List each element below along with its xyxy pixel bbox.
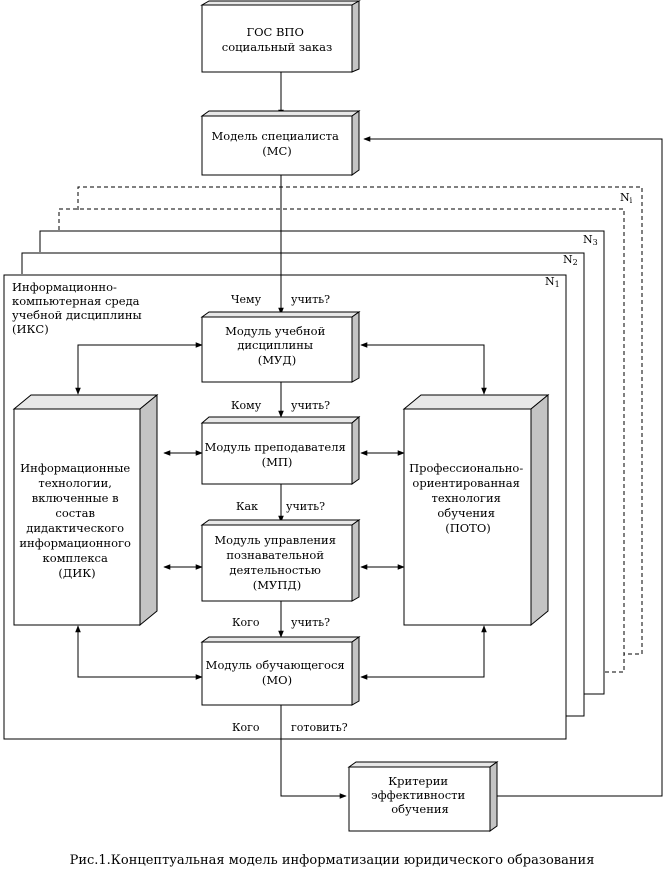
mud-box-label: Модуль учебной дисциплины (МУД) <box>225 324 329 367</box>
feedback-arrow-criteria-to-ms <box>363 136 663 797</box>
question-3-left: Как <box>236 500 258 513</box>
dik-box-label: Информационные технологии, включенные в … <box>19 461 134 580</box>
layer-ni-frame <box>58 186 643 673</box>
mo-box: Модуль обучающегося (МО) <box>200 636 361 706</box>
gos-box-label: ГОС ВПО социальный заказ <box>222 25 332 54</box>
figure-caption: Рис.1.Концептуальная модель информатизац… <box>70 853 595 868</box>
dik-box: Информационные технологии, включенные в … <box>12 393 159 627</box>
poto-box-label: Профессионально- ориентированная техноло… <box>409 461 527 535</box>
question-4-left: Кого <box>232 616 260 629</box>
layer-n2-label: N2 <box>563 253 578 267</box>
ms-box: Модель специалиста (МС) <box>200 110 361 176</box>
question-5-right: готовить? <box>291 721 348 734</box>
connections <box>75 72 663 799</box>
link-mud-dik <box>75 342 203 395</box>
mp-box: Модуль преподавателя (МП) <box>200 415 361 485</box>
question-2-right: учить? <box>291 399 330 412</box>
mupd-box-label: Модуль управления познавательной деятель… <box>214 533 339 592</box>
poto-box: Профессионально- ориентированная техноло… <box>402 393 550 627</box>
criteria-box-label: Критерии эффективности обучения <box>371 774 469 816</box>
ms-box-label: Модель специалиста (МС) <box>212 129 343 158</box>
gos-box: ГОС ВПО социальный заказ <box>200 0 361 73</box>
layer-n2-frame <box>21 252 585 717</box>
mupd-box: Модуль управления познавательной деятель… <box>200 519 361 602</box>
link-mud-poto <box>360 342 487 395</box>
question-5-left: Кого <box>232 721 260 734</box>
question-1-right: учить? <box>291 293 330 306</box>
link-mo-dik <box>75 625 203 680</box>
environment-label: Информационно- компьютерная среда учебно… <box>12 280 145 336</box>
layer-ni-label: Ni <box>620 191 633 205</box>
mo-box-label: Модуль обучающегося (МО) <box>206 658 349 687</box>
question-1-left: Чему <box>231 293 262 306</box>
link-mo-poto <box>360 625 487 680</box>
question-2-left: Кому <box>231 399 262 412</box>
question-4-right: учить? <box>291 616 330 629</box>
question-3-right: учить? <box>286 500 325 513</box>
layer-n3-frame <box>39 230 605 695</box>
mp-box-label: Модуль преподавателя (МП) <box>205 440 350 469</box>
arrow-mo-to-criteria <box>280 705 347 799</box>
criteria-box: Критерии эффективности обучения <box>347 761 499 832</box>
layer-n3-label: N3 <box>583 233 598 247</box>
mud-box: Модуль учебной дисциплины (МУД) <box>200 311 361 383</box>
layer-n1-label: N1 <box>545 275 560 289</box>
